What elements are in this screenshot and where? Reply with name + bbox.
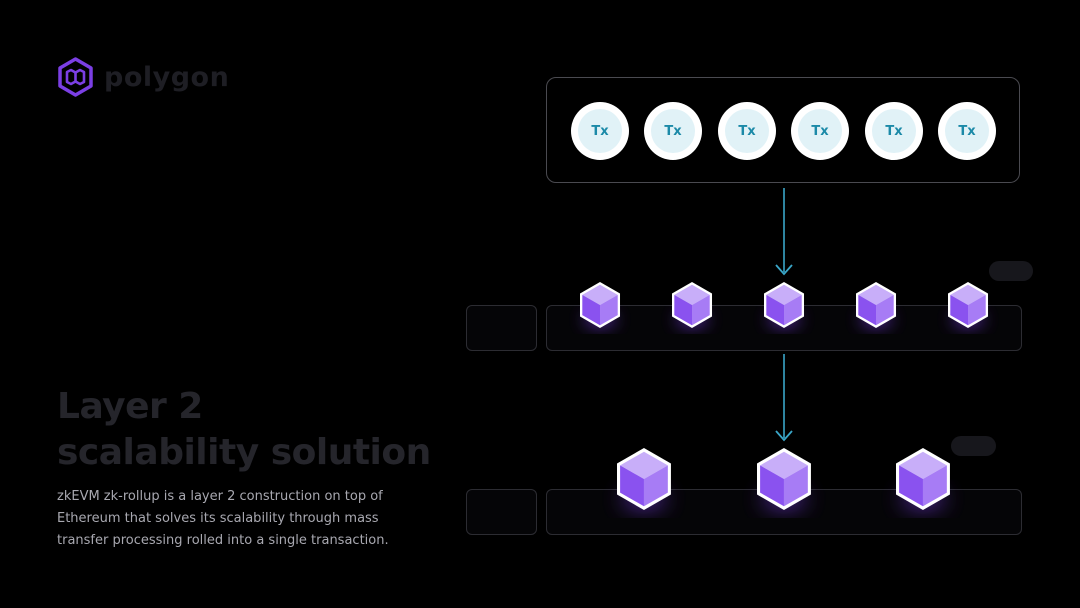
polygon-hexagon-icon xyxy=(58,57,93,97)
layer-2-side-label xyxy=(466,489,537,535)
transaction-pool-box xyxy=(546,77,1020,183)
transaction-label: Tx xyxy=(945,109,989,153)
layer-1-side-label xyxy=(466,305,537,351)
proof-block-cube xyxy=(757,448,811,510)
transaction-item: Tx xyxy=(644,102,702,160)
transaction-label: Tx xyxy=(798,109,842,153)
transaction-item: Tx xyxy=(718,102,776,160)
brand-logo: polygon xyxy=(57,57,229,97)
layer-2-tag xyxy=(951,436,996,456)
proof-block-cube xyxy=(617,448,671,510)
transaction-item: Tx xyxy=(938,102,996,160)
headline-line-2: scalability solution xyxy=(57,432,431,473)
arrow-to-batch xyxy=(774,188,794,282)
proof-block-cube xyxy=(896,448,950,510)
batch-block-cube xyxy=(579,282,620,328)
description: zkEVM zk-rollup is a layer 2 constructio… xyxy=(57,489,389,548)
layer-1-tag xyxy=(989,261,1033,281)
transaction-label: Tx xyxy=(578,109,622,153)
transaction-item: Tx xyxy=(791,102,849,160)
brand-name: polygon xyxy=(104,61,230,93)
transaction-item: Tx xyxy=(865,102,923,160)
transaction-item: Tx xyxy=(571,102,629,160)
headline-line-1: Layer 2 xyxy=(57,386,203,427)
batch-block-cube xyxy=(671,282,712,328)
batch-block-cube xyxy=(763,282,804,328)
headline: Layer 2 scalability solution xyxy=(57,384,431,476)
transaction-label: Tx xyxy=(651,109,695,153)
batch-block-cube xyxy=(947,282,988,328)
transaction-label: Tx xyxy=(725,109,769,153)
transaction-label: Tx xyxy=(872,109,916,153)
batch-block-cube xyxy=(855,282,896,328)
arrow-to-proof xyxy=(774,354,794,448)
